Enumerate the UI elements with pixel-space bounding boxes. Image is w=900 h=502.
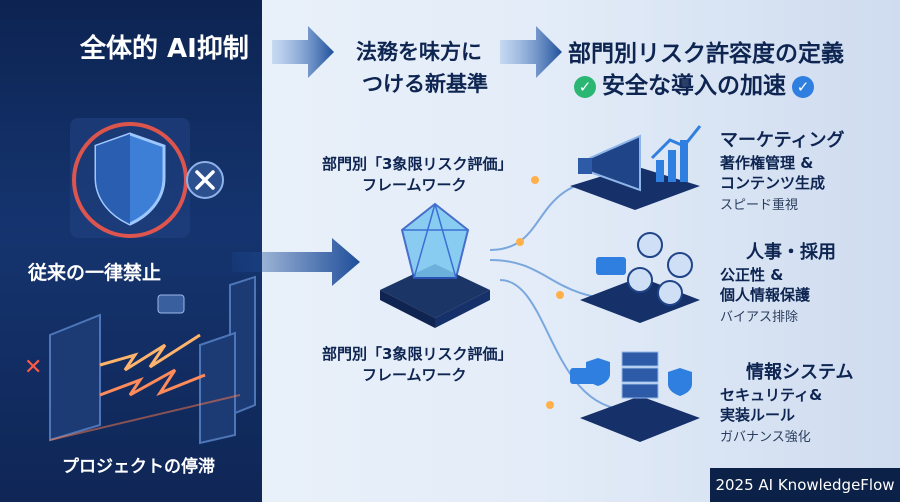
framework-crystal-icon: [380, 202, 490, 328]
shield-prohibited-illustration: [70, 118, 224, 238]
dept-is-name: 情報システム: [746, 362, 854, 383]
framework-top-line-2: フレームワーク: [362, 176, 467, 194]
dept-is-focus-1: セキュリティ&: [720, 386, 823, 404]
x-mark-icon: ✕: [24, 355, 43, 380]
project-stall-label: プロジェクトの停滞: [62, 457, 215, 477]
traditional-ban-label: 従来の一律禁止: [28, 262, 162, 284]
dept-hr-focus-2: 個人情報保護: [720, 286, 811, 304]
right-headline-2: ✓ 安全な導入の加速 ✓: [568, 66, 820, 100]
framework-bottom-line-1: 部門別「3象限リスク評価」: [322, 345, 513, 363]
check-circle-icon: ✓: [574, 75, 596, 98]
framework-top-line-1: 部門別「3象限リスク評価」: [322, 155, 513, 173]
arrow-right-icon: [272, 26, 334, 78]
dept-marketing-focus-2: コンテンツ生成: [720, 174, 826, 192]
dept-is-focus-2: 実装ルール: [720, 406, 796, 424]
dept-marketing-name: マーケティング: [720, 130, 845, 151]
top-title: 全体的 AI抑制: [80, 34, 249, 64]
arrow-right-icon: [500, 26, 562, 78]
check-circle-icon: ✓: [792, 75, 814, 98]
dept-is-note: ガバナンス強化: [720, 430, 811, 445]
dept-hr-note: バイアス排除: [720, 310, 799, 325]
right-headline-1: 部門別リスク許容度の定義: [568, 41, 844, 67]
middle-text-line-2: つける新基準: [362, 72, 488, 96]
dept-marketing-focus-1: 著作権管理 &: [720, 154, 814, 172]
arrow-right-icon: [232, 238, 360, 286]
people-network-icon: [580, 232, 700, 323]
middle-text-line-1: 法務を味方に: [356, 40, 482, 64]
dept-hr-name: 人事・採用: [746, 242, 836, 263]
megaphone-icon: [570, 125, 702, 210]
stalled-doors-illustration: [49, 275, 256, 445]
framework-bottom-line-2: フレームワーク: [362, 366, 467, 384]
dept-hr-focus-1: 公正性 &: [720, 266, 784, 284]
server-shield-icon: [570, 351, 700, 442]
watermark: 2025 AI KnowledgeFlow: [710, 468, 900, 502]
dept-marketing-note: スピード重視: [720, 198, 799, 213]
right-headline-2-text: 安全な導入の加速: [602, 73, 786, 99]
